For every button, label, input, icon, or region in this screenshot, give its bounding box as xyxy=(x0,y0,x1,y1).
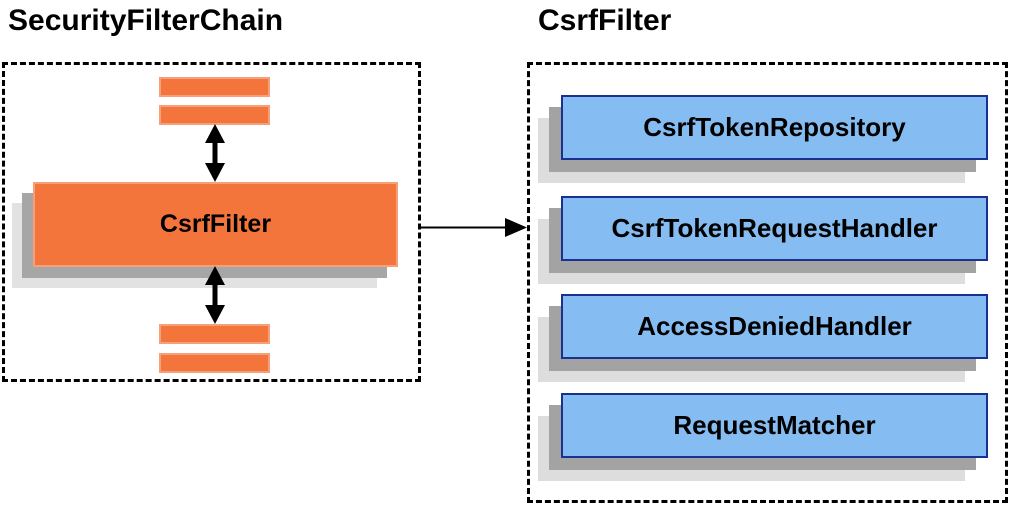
csrf-filter-box-label: CsrfFilter xyxy=(159,210,272,238)
component-label: AccessDeniedHandler xyxy=(637,311,912,341)
csrf-filter-title: CsrfFilter xyxy=(538,4,672,37)
component-label: RequestMatcher xyxy=(673,410,876,440)
component-box-csrf-token-repository: CsrfTokenRepository xyxy=(561,95,988,160)
filter-placeholder-bar-bottom-2 xyxy=(159,353,270,373)
filter-placeholder-bar-top-2 xyxy=(159,105,270,125)
filter-placeholder-bar-bottom-1 xyxy=(159,324,270,344)
component-label: CsrfTokenRepository xyxy=(643,112,906,142)
component-box-csrf-token-request-handler: CsrfTokenRequestHandler xyxy=(561,196,988,261)
filter-placeholder-bar-top-1 xyxy=(159,77,270,97)
component-label: CsrfTokenRequestHandler xyxy=(611,213,938,243)
right-arrow-icon xyxy=(421,217,527,238)
csrf-filter-container xyxy=(527,62,1008,503)
up-down-arrow-icon xyxy=(199,124,231,182)
up-down-arrow-icon xyxy=(199,266,231,324)
component-box-request-matcher: RequestMatcher xyxy=(561,393,988,458)
csrf-filter-box: CsrfFilter xyxy=(33,182,398,267)
security-filter-chain-container xyxy=(2,62,421,382)
component-box-access-denied-handler: AccessDeniedHandler xyxy=(561,294,988,359)
security-filter-chain-title: SecurityFilterChain xyxy=(8,4,284,37)
